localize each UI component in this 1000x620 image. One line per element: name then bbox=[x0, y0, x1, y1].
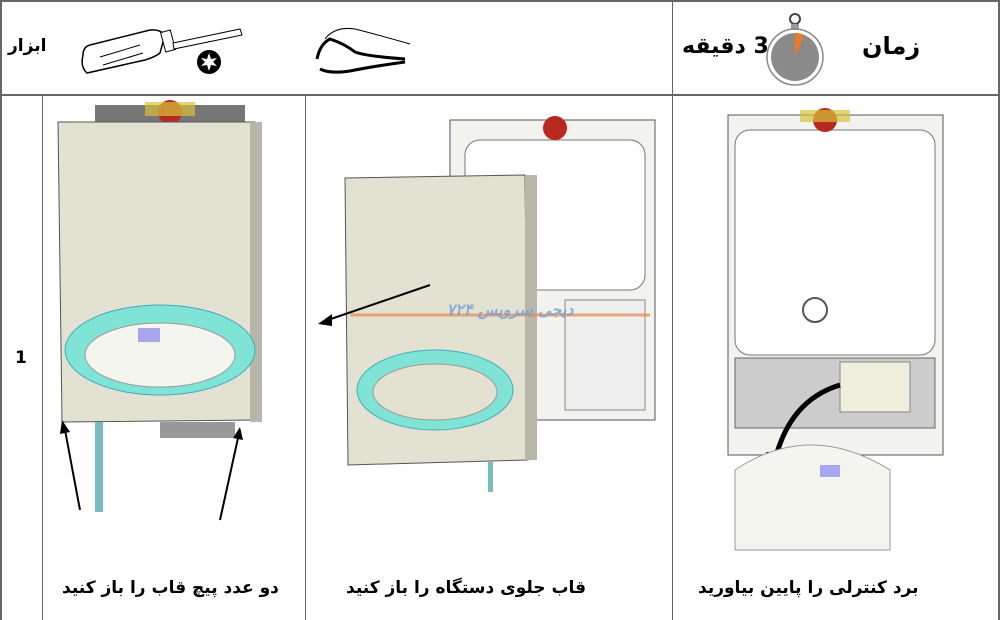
table-border-top bbox=[0, 0, 1000, 2]
stopwatch-icon bbox=[766, 13, 824, 86]
tools-label: ابزار bbox=[8, 36, 47, 56]
caption-step-1b: قاب جلوی دستگاه را باز کنید bbox=[346, 578, 587, 598]
time-value: 3 دقیقه bbox=[682, 34, 769, 59]
boiler-front-removed-illustration: دیجی سرویس ۷۲۴ bbox=[318, 116, 656, 492]
col-divider-3 bbox=[672, 0, 673, 620]
table-border-left bbox=[0, 0, 2, 620]
watermark-logo: دیجی سرویس ۷۲۴ bbox=[447, 300, 575, 320]
screwdriver-icon bbox=[81, 28, 243, 74]
time-label: زمان bbox=[862, 32, 921, 60]
step-number: 1 bbox=[15, 348, 27, 368]
boiler-closed-illustration bbox=[57, 100, 262, 521]
torx-icon bbox=[197, 50, 221, 74]
header-divider bbox=[0, 94, 1000, 96]
table-border-right bbox=[998, 0, 1000, 620]
caption-step-1a: دو عدد پیچ قاب را باز کنید bbox=[62, 578, 279, 598]
col-divider-1 bbox=[42, 95, 43, 620]
caption-step-1c: برد کنترلی را پایین بیاورید bbox=[698, 578, 919, 598]
hand-icon bbox=[315, 28, 411, 74]
col-divider-2 bbox=[305, 95, 306, 620]
boiler-control-board-lowered-illustration bbox=[727, 108, 944, 551]
